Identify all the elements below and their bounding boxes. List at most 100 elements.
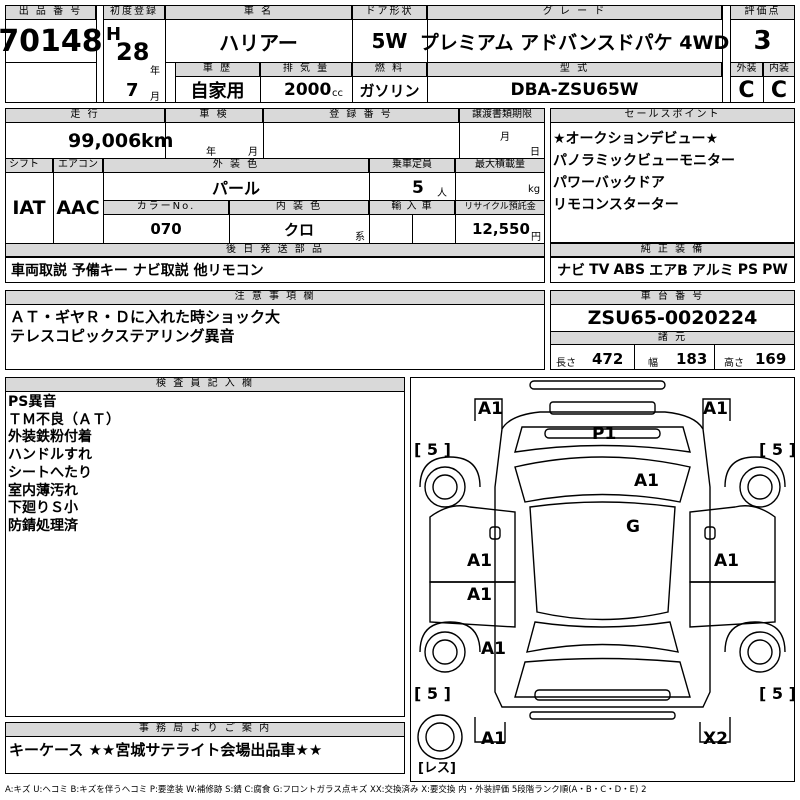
reg-year: 28 — [116, 38, 150, 66]
interior-grade: C — [770, 77, 788, 103]
fuel-label: 燃 料 — [352, 62, 427, 77]
equipment-label: 純 正 装 備 — [550, 243, 795, 257]
divider — [714, 345, 715, 370]
divider — [53, 158, 54, 243]
equipment-list: ナビ TV ABS エアB アルミ PS PW — [550, 257, 795, 283]
divider — [229, 200, 230, 243]
equipment-item: TV — [589, 262, 610, 278]
car-name-label: 車 名 — [165, 5, 352, 20]
dims-label: 諸 元 — [550, 331, 795, 345]
exterior-label: 外装 — [730, 62, 763, 77]
car-diagram — [417, 380, 786, 760]
int-color-suffix: 系 — [355, 232, 365, 243]
lot-no-label: 出 品 番 号 — [5, 5, 96, 20]
tire-fr: [ 5 ] — [759, 440, 796, 459]
shaken-month-unit: 月 — [248, 147, 258, 158]
inspector-line: シートへたり — [8, 464, 92, 481]
sales-item: ★オークションデビュー★ — [553, 131, 719, 147]
rear-plate — [529, 711, 676, 720]
plate-label: 登 録 番 号 — [263, 108, 459, 123]
height: 169 — [755, 350, 787, 368]
fender-fr — [724, 456, 786, 488]
office-label: 事 務 局 よ り ご 案 内 — [5, 722, 405, 737]
history-label: 車 歴 — [175, 62, 260, 77]
sales-item: パワーバックドア — [553, 175, 665, 191]
hood-vent — [544, 428, 661, 439]
person-unit: 人 — [437, 188, 447, 199]
fuel: ガソリン — [359, 81, 420, 100]
inspector-line: ＴＭ不良（ＡＴ） — [8, 411, 120, 428]
exterior-grade: C — [738, 77, 755, 103]
capacity: 5 — [412, 178, 424, 198]
spare-tire — [417, 714, 463, 760]
int-color-label: 内 装 色 — [229, 200, 369, 215]
rear-bumper — [534, 689, 671, 701]
shift-label: シフト — [5, 158, 53, 173]
roof — [529, 501, 676, 621]
tire-rr: [ 5 ] — [759, 684, 796, 703]
sales-item: リモコンスターター — [553, 197, 679, 213]
rear-window — [526, 621, 679, 653]
length: 472 — [592, 350, 624, 368]
office-text: キーケース ★★宮城サテライト会場出品車★★ — [9, 740, 323, 759]
divider — [5, 62, 96, 63]
divider — [96, 5, 97, 103]
windshield — [514, 456, 691, 503]
sales-item: パノラミックビューモニター — [553, 153, 735, 169]
equipment-item: アルミ — [691, 263, 734, 279]
right-door-front — [689, 505, 776, 583]
rear-hatch — [514, 657, 691, 698]
spare-label: [レス] — [418, 761, 456, 776]
divider — [455, 158, 456, 200]
inspector-line: 下廻りＳ小 — [8, 500, 78, 517]
equipment-item: ナビ — [557, 263, 586, 279]
mark-rear-right: X2 — [703, 729, 728, 749]
left-door-front — [429, 505, 516, 583]
front-grille — [549, 401, 656, 415]
ac: AAC — [56, 197, 100, 219]
mirror-left — [489, 526, 501, 540]
right-door-rear — [689, 581, 776, 628]
int-color: クロ — [283, 220, 314, 239]
color: パール — [211, 178, 260, 198]
notes-lines: ＡＴ・ギヤＲ・Ｄに入れた時ショック大 テレスコピックステアリング異音 — [10, 308, 280, 346]
divider — [175, 62, 176, 103]
equipment-item: PS — [737, 262, 759, 278]
divider — [455, 200, 456, 243]
mark-rear-left: A1 — [481, 729, 506, 749]
diagram-block — [410, 377, 795, 782]
mark-roof: G — [626, 517, 640, 537]
recycle-label: リサイクル預託金 — [455, 200, 545, 215]
divider — [634, 345, 635, 370]
rear-corner-right — [699, 717, 731, 743]
notes-label: 注 意 事 項 欄 — [5, 290, 545, 305]
inspector-label: 検 査 員 記 入 欄 — [5, 377, 405, 392]
divider — [427, 5, 428, 62]
hood — [514, 426, 691, 453]
inspector-line: 防錆処理済 — [8, 517, 78, 534]
equipment-item: PW — [762, 262, 788, 278]
color-no-label: カラーNo. — [103, 200, 229, 215]
equipment-item: ABS — [613, 262, 646, 278]
mileage: 99,006 — [68, 130, 142, 152]
reg-month: 7 — [126, 80, 139, 101]
divider — [722, 5, 723, 103]
displacement: 2000 — [284, 80, 332, 100]
year-unit: 年 — [150, 66, 160, 77]
fender-fl — [419, 456, 481, 488]
chassis-number: ZSU65-0020224 — [587, 307, 758, 329]
inspector-lines: PS異音 ＴＭ不良（ＡＴ） 外装鉄粉付着 ハンドルすれ シートへたり 室内薄汚れ… — [8, 394, 120, 536]
displacement-label: 排 気 量 — [260, 62, 352, 77]
transfer-label: 譲渡書類期限 — [459, 108, 545, 123]
yen-unit: 円 — [531, 232, 541, 243]
tire-rl: [ 5 ] — [414, 684, 451, 703]
score-label: 評価点 — [730, 5, 795, 20]
transfer-day-unit: 日 — [530, 147, 540, 158]
left-door-rear — [429, 581, 516, 628]
rear-corner-left — [474, 717, 506, 743]
mark-hood: P1 — [592, 424, 617, 444]
grade: プレミアム アドバンスドパケ 4WD — [419, 31, 730, 54]
recycle: 12,550 — [472, 220, 530, 238]
inspector-line: 室内薄汚れ — [8, 482, 78, 499]
cc-unit: cc — [332, 88, 343, 99]
